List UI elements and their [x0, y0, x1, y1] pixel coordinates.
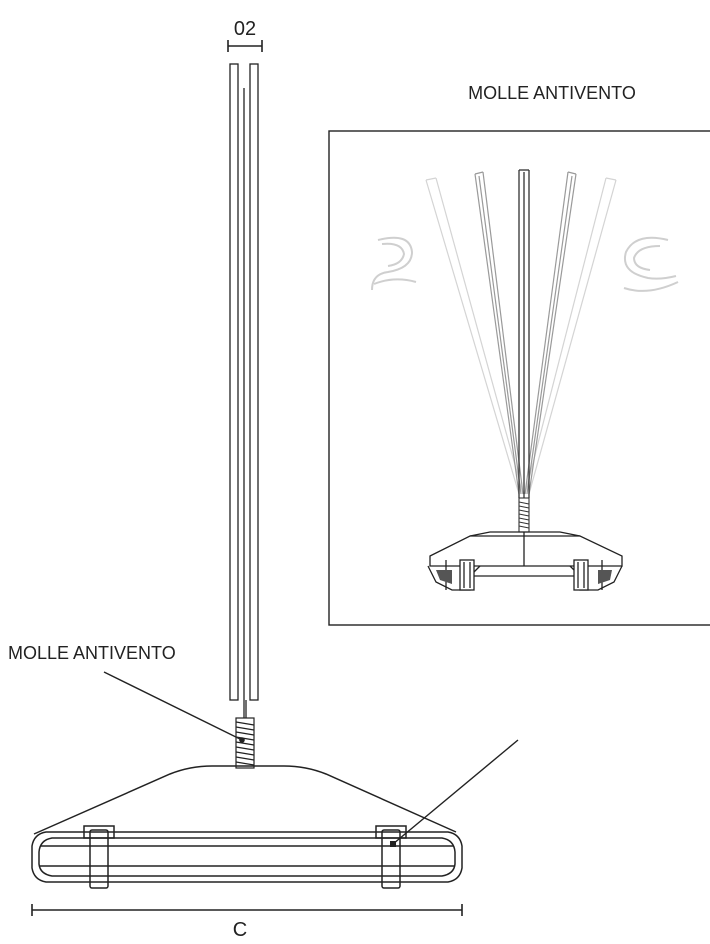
base-width-label: C	[233, 919, 247, 941]
pole-diameter-label: 02	[234, 18, 256, 40]
pole	[229, 63, 259, 718]
spring-callout-leader	[103, 671, 245, 743]
base	[31, 765, 463, 889]
wind-swirl-icon	[623, 236, 679, 292]
pole-dimension	[227, 40, 263, 52]
wind-swirl-icon	[371, 236, 417, 291]
inset-title: MOLLE ANTIVENTO	[468, 83, 636, 103]
swaying-poles	[425, 169, 617, 498]
inset-frame	[328, 130, 710, 626]
inset-spring	[518, 497, 530, 533]
inset-base	[427, 531, 623, 591]
base-width-dimension	[31, 904, 463, 916]
handle-callout-leader	[390, 739, 519, 847]
spring-callout-label: MOLLE ANTIVENTO	[8, 643, 176, 663]
spring	[235, 717, 255, 769]
